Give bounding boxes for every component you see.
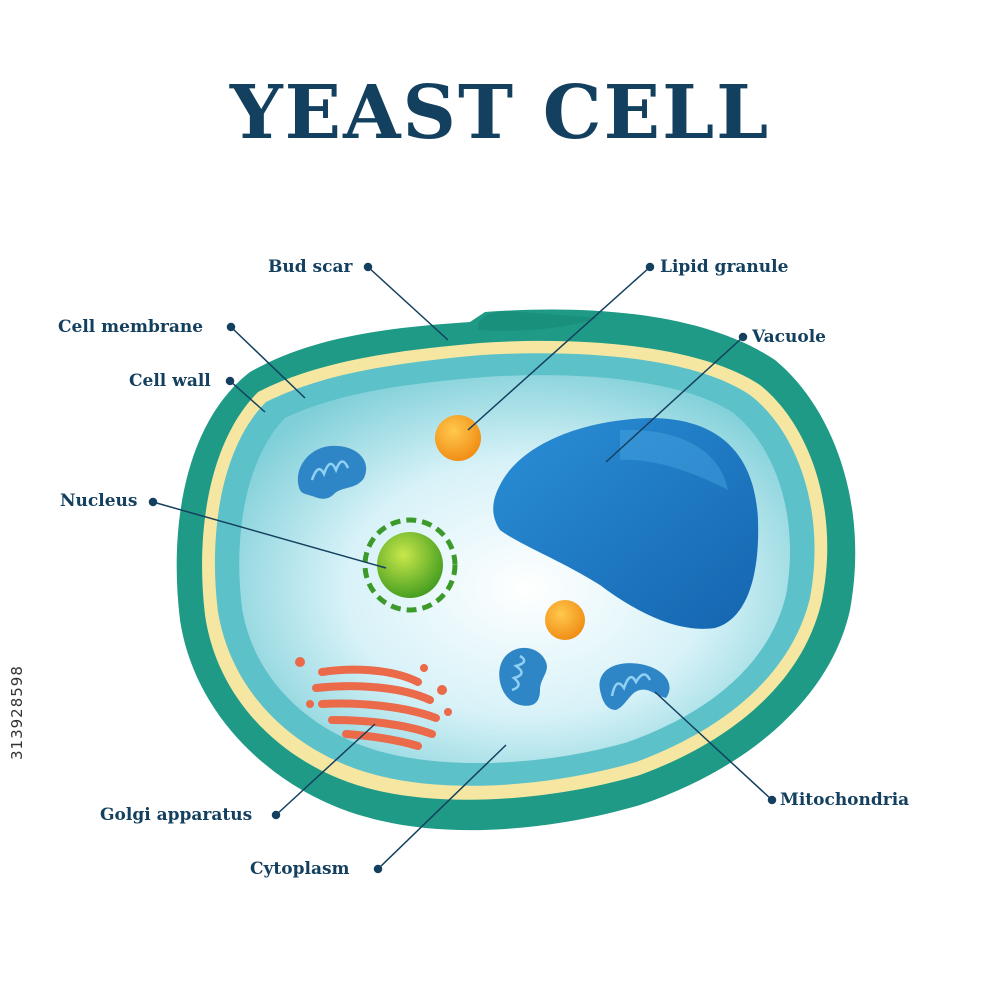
diagram-title: YEAST CELL: [229, 70, 771, 156]
leader-nucleus: [152, 501, 387, 569]
golgi-apparatus: [312, 665, 440, 750]
leader-mitochondria: [654, 691, 773, 801]
nucleus: [377, 532, 443, 598]
leader-cell-membrane: [230, 326, 306, 399]
label-lipid-granule: Lipid granule: [660, 257, 789, 277]
nucleus-envelope: [362, 517, 458, 613]
label-cytoplasm: Cytoplasm: [250, 859, 350, 879]
leader-cytoplasm: [377, 744, 507, 870]
lipid-granule: [435, 415, 481, 461]
leader-cell-wall: [229, 380, 266, 413]
label-bud-scar: Bud scar: [268, 257, 353, 277]
lipid-granule: [545, 600, 585, 640]
label-nucleus: Nucleus: [60, 491, 138, 511]
stock-id: 313928598: [8, 665, 26, 760]
label-vacuole: Vacuole: [752, 327, 826, 347]
label-golgi-apparatus: Golgi apparatus: [100, 805, 253, 825]
golgi-vesicles: [295, 657, 452, 716]
label-cell-membrane: Cell membrane: [58, 317, 204, 337]
leader-lipid-granule: [467, 266, 651, 431]
mitochondrion: [599, 663, 670, 710]
label-cell-wall: Cell wall: [129, 371, 211, 391]
mitochondrion: [499, 647, 547, 706]
leader-golgi: [275, 723, 376, 816]
mitochondrion: [297, 445, 367, 499]
leader-bud-scar: [367, 266, 449, 341]
bud-scar: [478, 311, 600, 331]
vacuole: [493, 418, 759, 629]
leader-vacuole: [605, 336, 744, 463]
label-mitochondria: Mitochondria: [780, 790, 910, 810]
